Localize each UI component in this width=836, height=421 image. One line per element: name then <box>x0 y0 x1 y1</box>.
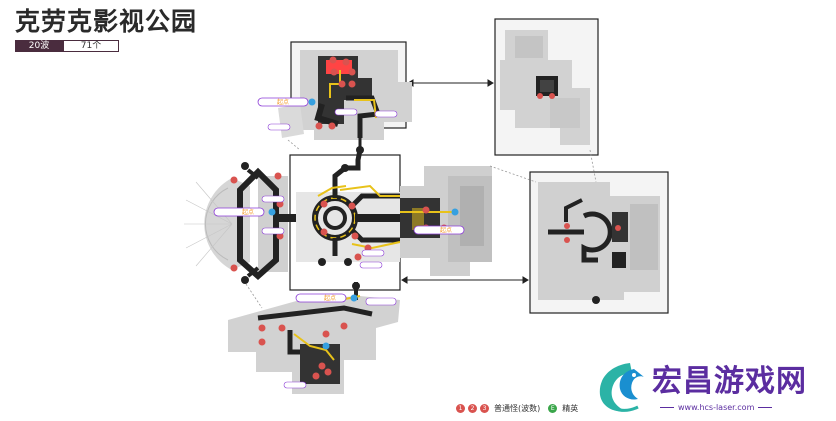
waves-badge: 20波 <box>15 40 63 52</box>
area-links <box>245 139 597 309</box>
stage-badge: 20波 71个 <box>15 40 119 52</box>
south-start-label: 起点 <box>324 294 336 302</box>
north-inset-map <box>500 30 590 145</box>
east-building: 起点 <box>400 166 492 276</box>
east-inset-map <box>538 182 660 304</box>
east-start-label: 起点 <box>440 226 452 234</box>
west-plaza: 起点 <box>184 162 320 284</box>
site-watermark: 宏昌游戏网 www.hcs-laser.com <box>590 355 830 417</box>
elite-enemy-label: 精英 <box>562 404 579 413</box>
dragon-logo-icon <box>599 363 644 412</box>
north-area: 起点 <box>257 50 412 154</box>
map-legend: 1 2 3 普通怪(波数) E 精英 <box>456 403 578 414</box>
center-area <box>296 149 412 269</box>
south-area: 起点 <box>228 282 400 394</box>
enemy-marker-2-icon: 2 <box>468 404 477 413</box>
brand-url: www.hcs-laser.com <box>656 403 776 412</box>
page-title: 克劳克影视公园 <box>15 7 198 36</box>
arrow-head-icon <box>487 79 494 87</box>
brand-name: 宏昌游戏网 <box>652 364 807 399</box>
elite-marker-icon: E <box>548 404 558 413</box>
enemy-count-badge: 71个 <box>63 40 119 52</box>
arrow-head-icon <box>522 276 529 284</box>
enemy-marker-3-icon: 3 <box>480 404 489 413</box>
arrow-head-icon <box>401 276 408 284</box>
west-start-label: 起点 <box>242 208 254 216</box>
normal-enemy-label: 普通怪(波数) <box>494 404 541 413</box>
north-start-label: 起点 <box>277 98 289 106</box>
enemy-marker-1-icon: 1 <box>456 404 465 413</box>
